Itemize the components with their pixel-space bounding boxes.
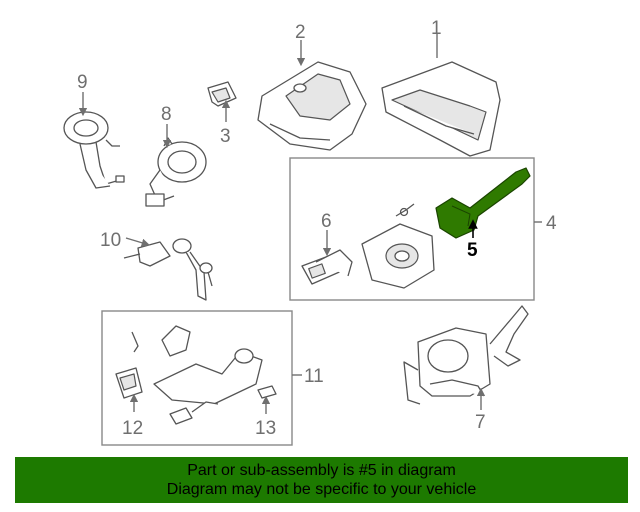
callout-12: 12 [122,418,143,439]
callout-1: 1 [431,18,442,39]
callout-6: 6 [321,211,332,232]
part-6-headlamp-switch[interactable] [301,249,353,285]
assembly-box-11 [101,310,293,446]
callout-2: 2 [295,22,306,43]
assembly-box-4 [289,157,535,301]
callout-5: 5 [467,240,478,261]
part-8-steering-sensor[interactable] [145,137,207,207]
part-11-lock-housing[interactable] [131,325,263,425]
leader-10 [125,237,151,247]
part-3-trim-piece[interactable] [207,81,237,107]
callout-3: 3 [220,126,231,147]
callout-4: 4 [546,213,557,234]
part-10-lock-cylinder[interactable] [123,238,213,301]
part-7-column-assembly[interactable] [403,305,529,405]
callout-8: 8 [161,104,172,125]
callout-13: 13 [255,418,276,439]
callout-11: 11 [304,366,324,387]
part-12-lock-component[interactable] [115,367,143,399]
combination-switch-body[interactable] [361,203,435,289]
callout-10: 10 [100,230,121,251]
part-9-spiral-cable[interactable] [63,111,125,189]
part-1-upper-cover[interactable] [381,61,501,157]
parts-diagram: 1 2 3 9 8 [63,18,557,446]
callout-7: 7 [475,412,486,433]
banner-line-1: Part or sub-assembly is #5 in diagram [187,462,456,479]
info-banner: Part or sub-assembly is #5 in diagram Di… [15,457,628,503]
callout-9: 9 [77,72,88,93]
part-2-lower-cover[interactable] [257,61,367,151]
part-5-wiper-switch[interactable] [435,167,531,239]
banner-line-2: Diagram may not be specific to your vehi… [166,481,477,498]
part-13-small-component[interactable] [257,385,277,399]
